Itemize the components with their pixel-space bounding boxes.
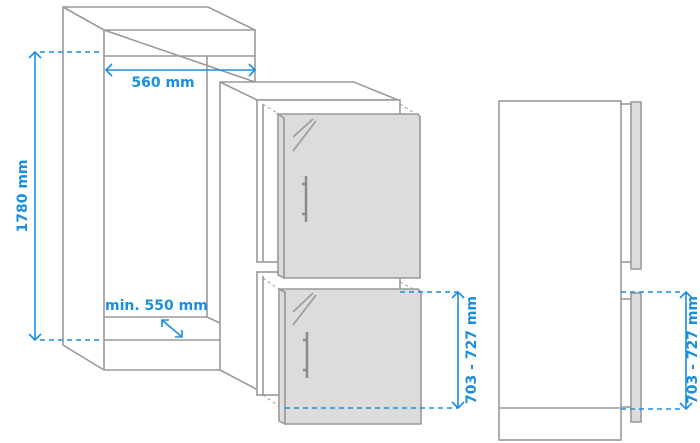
dimension-width: 560 mm: [104, 63, 257, 91]
dimension-depth: min. 550 mm: [105, 298, 208, 338]
dimension-height: 1780 mm: [15, 50, 100, 342]
side-view: [498, 100, 642, 441]
lower-door: [278, 287, 422, 426]
cabinet-niche: [62, 6, 256, 371]
door-height-label-front: 703 - 727 mm: [464, 296, 480, 404]
depth-label: min. 550 mm: [105, 298, 208, 314]
upper-door: [275, 112, 421, 280]
height-label: 1780 mm: [15, 159, 31, 232]
dimension-door-side: 703 - 727 mm: [621, 290, 700, 411]
width-label: 560 mm: [131, 75, 194, 91]
door-height-label-side: 703 - 727 mm: [685, 296, 700, 404]
dimension-door-front: 703 - 727 mm: [285, 290, 480, 410]
